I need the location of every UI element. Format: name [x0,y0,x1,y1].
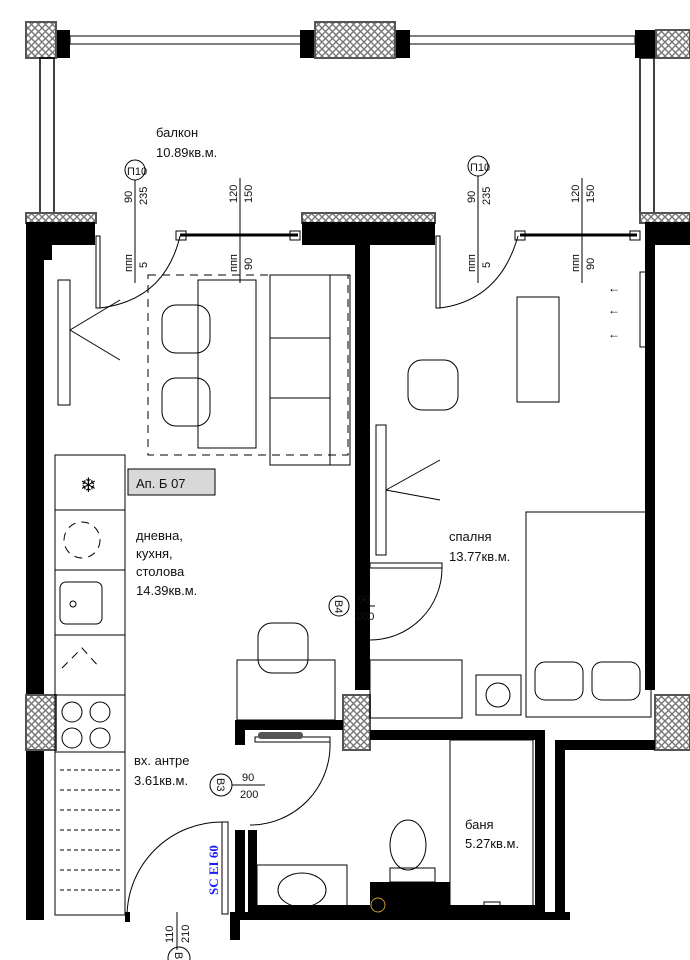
svg-text:235: 235 [138,187,150,205]
dishwasher-icon [63,521,101,559]
door-height: 200 [240,789,258,801]
stove-icon [61,701,111,749]
washbasin-icon [277,872,327,908]
door-width: 110 [164,925,176,943]
apartment-label: Ап. Б 07 [127,468,216,496]
svg-text:ппп: ппп [123,254,135,272]
door-tag-circle [328,595,350,617]
desk [236,659,336,721]
balcony-side-right [639,57,655,214]
room-name-living: столова [136,564,185,579]
room-area-entry: 3.61кв.м. [134,773,188,788]
column-east [654,694,690,751]
office-chair-icon [257,622,309,674]
bedroom-wardrobe [369,659,463,719]
balcony-railing [55,30,655,58]
dining-area [147,274,351,721]
svg-text:235: 235 [481,187,493,205]
airflow-arrow-icon: ← [608,327,620,341]
window-tag-1: П10 [124,159,147,283]
chair-icon [407,359,459,411]
room-name-living: кухня, [136,546,173,561]
column-middle [342,694,371,751]
sofa [269,274,351,466]
bedroom-furniture: ← ← ← [369,271,654,719]
room-name-entry: вх. антре [134,753,189,768]
window-dims-3: 90 235 ппп 5 [466,187,493,272]
column-west [25,694,57,751]
door-tag: В4 [332,600,344,613]
svg-text:П10: П10 [127,166,147,178]
chair-icon [161,304,211,354]
kitchen-counter: ❄ [54,279,126,916]
room-name-balcony: балкон [156,125,198,140]
svg-text:ппп: ппп [466,254,478,272]
airflow-arrow-icon: ← [608,281,620,295]
svg-text:90: 90 [585,258,597,270]
door-tag: В3 [214,778,226,791]
radiator [639,271,654,348]
airflow-arrow-icon: ← [608,303,620,317]
door-height: 210 [180,925,192,943]
door-tag: В1 [172,952,184,960]
door-v3[interactable]: В3 90 200 [209,732,331,826]
fire-rating-label: SC EI 60 [206,845,221,895]
room-name-bedroom: спалня [449,529,492,544]
door-width: 90 [358,594,370,606]
boiler-icon [485,682,511,708]
window-dims-4: 120 150 ппп 90 [570,185,597,272]
balcony-column-left [25,21,57,59]
door-height: 200 [356,611,374,623]
svg-text:150: 150 [243,185,255,203]
svg-text:5: 5 [138,262,150,268]
room-name-bathroom: баня [465,817,494,832]
svg-text:150: 150 [585,185,597,203]
wardrobe-hangers [60,769,120,891]
room-area-bathroom: 5.27кв.м. [465,836,519,851]
svg-text:ппп: ппп [570,254,582,272]
svg-text:5: 5 [481,262,493,268]
sink-icon [59,581,103,625]
fridge-snowflake-icon: ❄ [80,475,97,497]
svg-text:120: 120 [570,185,582,203]
balcony-column-right [655,29,690,59]
svg-text:П10: П10 [470,162,490,174]
door-v4[interactable]: В4 90 200 [328,562,443,641]
bed [525,511,652,718]
svg-text:120: 120 [228,185,240,203]
window-dims-1: 90 235 ппп 5 [123,187,150,272]
room-area-balcony: 10.89кв.м. [156,145,217,160]
chair-icon [161,377,211,427]
svg-text:90: 90 [123,191,135,203]
west-wall [26,245,44,920]
north-wall [25,212,690,690]
door-width: 90 [242,772,254,784]
pillow [591,661,641,701]
bedroom-desk [516,296,560,403]
svg-text:90: 90 [466,191,478,203]
door-v1[interactable]: 110 210 В1 [126,821,229,960]
room-name-living: дневна, [136,528,183,543]
window-dims-2: 120 150 ппп 90 [228,185,255,272]
washbasin-counter [256,864,348,914]
room-area-living: 14.39кв.м. [136,583,197,598]
pillow [534,661,584,701]
toilet-icon [389,819,427,871]
bathroom-fixtures [256,739,534,914]
hood-icon [61,647,101,669]
apartment-label-text: Ап. Б 07 [136,476,186,491]
window-tag-2: П10 [467,155,490,283]
dining-table [197,279,257,449]
room-area-bedroom: 13.77кв.м. [449,549,510,564]
svg-text:ппп: ппп [228,254,240,272]
balcony-column-middle [314,21,396,59]
kitchen-upper-cabinet [57,279,71,406]
boiler [475,674,522,716]
svg-text:90: 90 [243,258,255,270]
balcony-side-left [39,57,55,214]
north-openings [95,230,641,309]
wardrobe-door [375,424,387,556]
interior-walls [125,720,655,940]
